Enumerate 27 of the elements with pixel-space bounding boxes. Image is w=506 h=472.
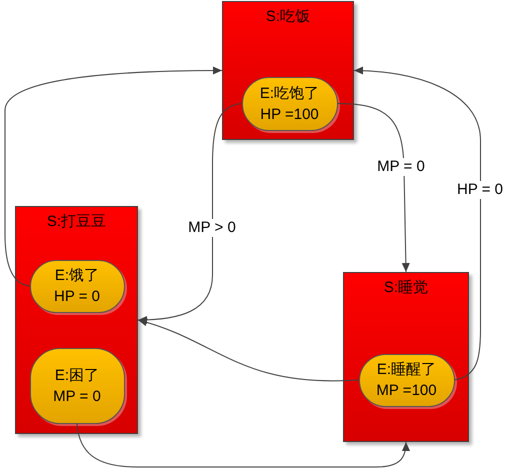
event-pill [30,348,124,424]
state-box [15,206,138,434]
state-box [222,1,354,140]
event-name: E:吃饱了 [260,84,320,104]
arrow [4,66,222,286]
event-pill [358,354,454,406]
event-condition: HP = 0 [54,287,100,307]
arrow [354,66,481,380]
arrow [76,423,410,468]
event-name: E:睡醒了 [376,360,436,380]
arrow [337,103,410,272]
event-name: E:困了 [54,366,100,386]
state-title: S:睡觉 [384,278,428,298]
event-pill [242,76,338,130]
event-condition: MP =100 [376,381,437,401]
arrow [138,103,242,324]
edge-label: MP = 0 [376,158,426,176]
edge-label: HP = 0 [456,181,504,199]
arrow [138,318,359,382]
event-name: E:饿了 [54,266,100,286]
state-title: S:打豆豆 [46,212,106,232]
state-title: S:吃饭 [266,7,310,27]
edge-label: MP > 0 [187,219,237,237]
event-pill [30,260,124,312]
event-condition: HP =100 [260,104,319,124]
state-box [343,272,469,442]
event-condition: MP = 0 [53,386,101,406]
